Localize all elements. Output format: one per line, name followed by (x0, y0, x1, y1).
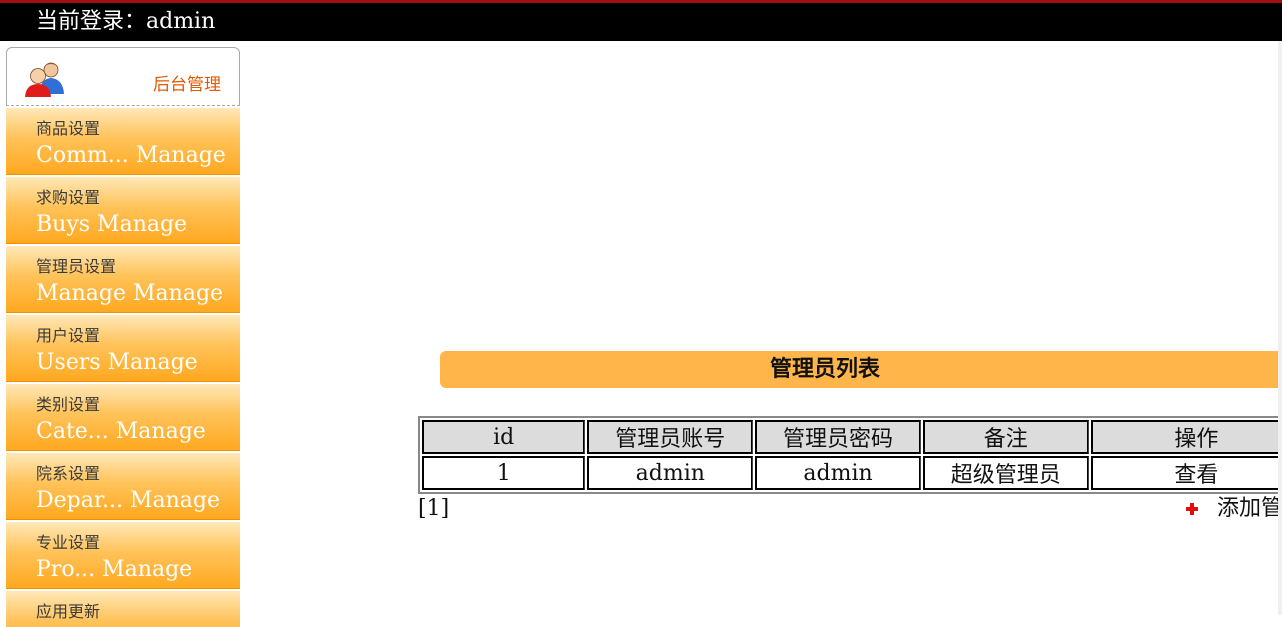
sidebar-item-label-cn: 商品设置 (36, 119, 101, 138)
current-login-text: 当前登录：admin (36, 9, 216, 34)
sidebar: 后台管理 商品设置 Comm... Manage 求购设置 Buys Manag… (6, 47, 240, 627)
sidebar-item-buys[interactable]: 求购设置 Buys Manage (6, 177, 240, 244)
cell-action: 查看 (1090, 456, 1282, 490)
sidebar-item-majors[interactable]: 专业设置 Pro... Manage (6, 522, 240, 589)
sidebar-item-label-cn: 求购设置 (36, 188, 101, 207)
admin-table: id 管理员账号 管理员密码 备注 操作 1 admin admin 超级管理员… (418, 416, 1282, 494)
add-admin-button[interactable]: 添加管理员 (1185, 495, 1282, 525)
sidebar-item-departments[interactable]: 院系设置 Depar... Manage (6, 453, 240, 520)
sidebar-item-label-cn: 管理员设置 (36, 257, 117, 276)
sidebar-item-label-en: Depar... Manage (36, 488, 220, 513)
sidebar-item-label-cn: 应用更新 (36, 602, 101, 621)
table-header-row: id 管理员账号 管理员密码 备注 操作 (422, 420, 1282, 454)
table-row: 1 admin admin 超级管理员 查看 (422, 456, 1282, 490)
column-header-account: 管理员账号 (587, 420, 754, 454)
admin-table-container: id 管理员账号 管理员密码 备注 操作 1 admin admin 超级管理员… (418, 416, 1282, 494)
sidebar-item-label-cn: 院系设置 (36, 464, 101, 483)
top-bar: 当前登录：admin (0, 0, 1282, 41)
column-header-password: 管理员密码 (755, 420, 921, 454)
column-header-remark: 备注 (922, 420, 1089, 454)
add-admin-link[interactable]: 添加管理员 (1217, 496, 1282, 521)
sidebar-title: 后台管理 (153, 75, 221, 95)
sidebar-item-admins[interactable]: 管理员设置 Manage Manage (6, 246, 240, 313)
sidebar-header: 后台管理 (6, 47, 240, 106)
sidebar-item-label-en: Users Manage (36, 350, 198, 375)
page-title: 管理员列表 (769, 356, 880, 382)
sidebar-item-users[interactable]: 用户设置 Users Manage (6, 315, 240, 382)
sidebar-item-label-cn: 类别设置 (36, 395, 101, 414)
sidebar-item-label-en: Buys Manage (36, 212, 188, 237)
sidebar-item-categories[interactable]: 类别设置 Cate... Manage (6, 384, 240, 451)
plus-icon (1186, 503, 1198, 515)
cell-id: 1 (422, 456, 586, 490)
cell-account: admin (587, 456, 754, 490)
sidebar-item-label-en: Pro... Manage (36, 557, 193, 582)
users-icon (25, 62, 64, 97)
scrollbar[interactable] (1278, 41, 1282, 615)
view-link[interactable]: 查看 (1174, 463, 1219, 488)
sidebar-item-app-update[interactable]: 应用更新 (6, 591, 240, 627)
sidebar-item-label-en: Comm... Manage (36, 143, 226, 168)
sidebar-item-label-en: Cate... Manage (36, 419, 206, 444)
sidebar-item-label-en: Manage Manage (36, 281, 224, 306)
column-header-action: 操作 (1090, 420, 1282, 454)
cell-password: admin (755, 456, 921, 490)
sidebar-item-label-cn: 专业设置 (36, 533, 101, 552)
column-header-id: id (422, 420, 586, 454)
sidebar-item-label-cn: 用户设置 (36, 326, 101, 345)
pagination[interactable]: [1] (418, 496, 450, 521)
sidebar-item-commodity[interactable]: 商品设置 Comm... Manage (6, 108, 240, 175)
list-title-bar: 管理员列表 (440, 351, 1282, 388)
cell-remark: 超级管理员 (922, 456, 1089, 490)
